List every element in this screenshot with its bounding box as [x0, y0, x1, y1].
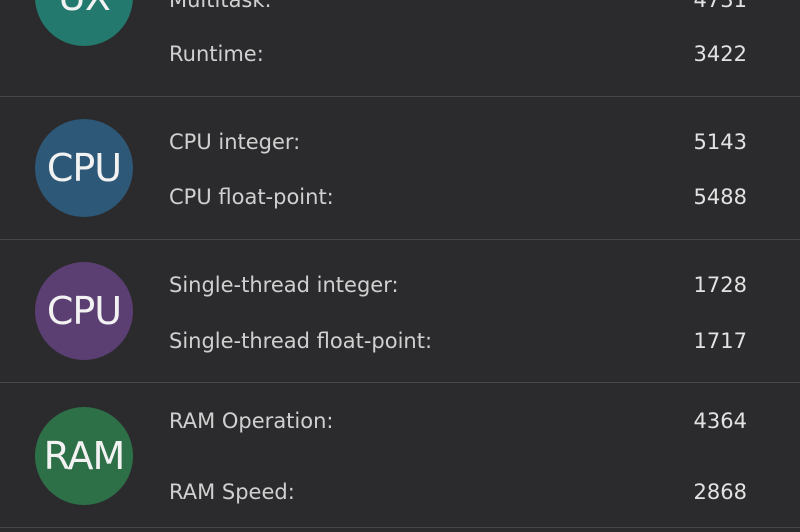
score-row-cpu-float-point: CPU float-point: 5488	[0, 180, 800, 214]
score-label: RAM Speed:	[169, 480, 295, 504]
score-label: CPU integer:	[169, 130, 301, 154]
score-label: Single-thread integer:	[169, 273, 399, 297]
score-value: 1728	[693, 273, 747, 297]
score-label: Single-thread float-point:	[169, 329, 433, 353]
cpu-single-thread-badge-icon: CPU	[35, 262, 133, 360]
score-value: 5488	[693, 185, 747, 209]
score-value: 5143	[693, 130, 747, 154]
score-row-single-thread-float-point: Single-thread float-point: 1717	[0, 324, 800, 358]
ram-badge-icon: RAM	[35, 407, 133, 505]
score-group-single-thread: CPU Single-thread integer: 1728 Single-t…	[0, 240, 800, 383]
score-value: 4364	[693, 409, 747, 433]
score-row-single-thread-integer: Single-thread integer: 1728	[0, 268, 800, 302]
cpu-badge-icon: CPU	[35, 119, 133, 217]
score-group-ux: UX Multitask: 4731 Runtime: 3422	[0, 0, 800, 97]
score-value: 1717	[693, 329, 747, 353]
score-label: Runtime:	[169, 42, 264, 66]
score-row-runtime: Runtime: 3422	[0, 37, 800, 71]
score-label: RAM Operation:	[169, 409, 334, 433]
score-label: Multitask:	[169, 0, 272, 12]
score-group-cpu: CPU CPU integer: 5143 CPU float-point: 5…	[0, 97, 800, 240]
score-group-ram: RAM RAM Operation: 4364 RAM Speed: 2868	[0, 383, 800, 528]
score-row-multitask: Multitask: 4731	[0, 0, 800, 17]
score-value: 4731	[693, 0, 747, 12]
score-row-cpu-integer: CPU integer: 5143	[0, 125, 800, 159]
score-row-ram-speed: RAM Speed: 2868	[0, 475, 800, 509]
score-value: 3422	[693, 42, 747, 66]
score-value: 2868	[693, 480, 747, 504]
score-label: CPU float-point:	[169, 185, 334, 209]
score-row-ram-operation: RAM Operation: 4364	[0, 404, 800, 438]
